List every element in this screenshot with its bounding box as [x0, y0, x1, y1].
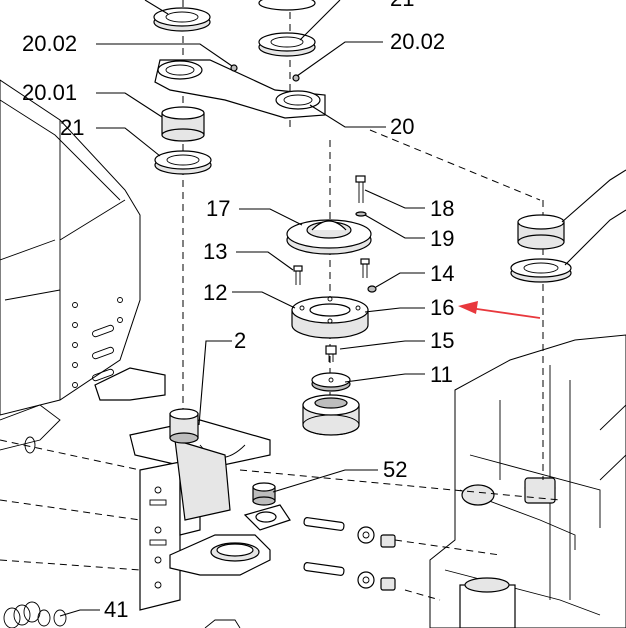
- part-21-left-bearing: [154, 150, 212, 175]
- callout-21-left: 21: [60, 115, 84, 140]
- highlight-arrow: [458, 301, 541, 319]
- part-20-link-arm: [154, 59, 326, 119]
- part-19-washer: [355, 211, 367, 217]
- part-20-01-bushing: [161, 106, 205, 142]
- callout-2: 2: [234, 328, 246, 353]
- part-11-housing: [302, 394, 360, 436]
- part-15-plate: [311, 372, 351, 392]
- callout-19: 19: [430, 226, 454, 251]
- callout-16: 16: [430, 295, 454, 320]
- right-chassis-frame: [429, 334, 626, 628]
- callout-14: 14: [430, 261, 454, 286]
- right-bearings: [510, 214, 572, 283]
- callout-13: 13: [203, 239, 227, 264]
- part-2-bracket: [94, 367, 271, 611]
- callout-41: 41: [104, 597, 128, 622]
- part-21-top-bearings: [153, 0, 316, 57]
- callout-21-top: 21: [390, 0, 414, 11]
- callout-12: 12: [203, 280, 227, 305]
- callout-18: 18: [430, 196, 454, 221]
- leader-lines: [59, 0, 626, 617]
- frame-slots: [72, 297, 123, 388]
- part-41-spring: [3, 601, 241, 628]
- part-16-screw: [325, 345, 337, 362]
- lower-mount: [169, 504, 291, 576]
- part-17-cap: [286, 219, 372, 255]
- part-12-flange-ring: [291, 296, 369, 339]
- callout-20: 20: [390, 114, 414, 139]
- part-52-bushing: [252, 482, 276, 506]
- callout-20-01: 20.01: [22, 80, 77, 105]
- callout-17: 17: [206, 196, 230, 221]
- callout-11: 11: [430, 362, 453, 387]
- callout-20-02-left: 20.02: [22, 31, 77, 56]
- part-18-bolt: [355, 175, 366, 203]
- callout-15: 15: [430, 328, 454, 353]
- callout-labels: 21 20.02 20.02 20.01 21 20 17 18 19 13 1…: [22, 0, 454, 622]
- left-chassis-frame: [0, 79, 141, 454]
- part-14-nut: [367, 285, 377, 293]
- callout-20-02-right: 20.02: [390, 29, 445, 54]
- part-13-bolt: [293, 258, 370, 285]
- callout-52: 52: [383, 457, 407, 482]
- pins-and-nuts: [303, 517, 396, 591]
